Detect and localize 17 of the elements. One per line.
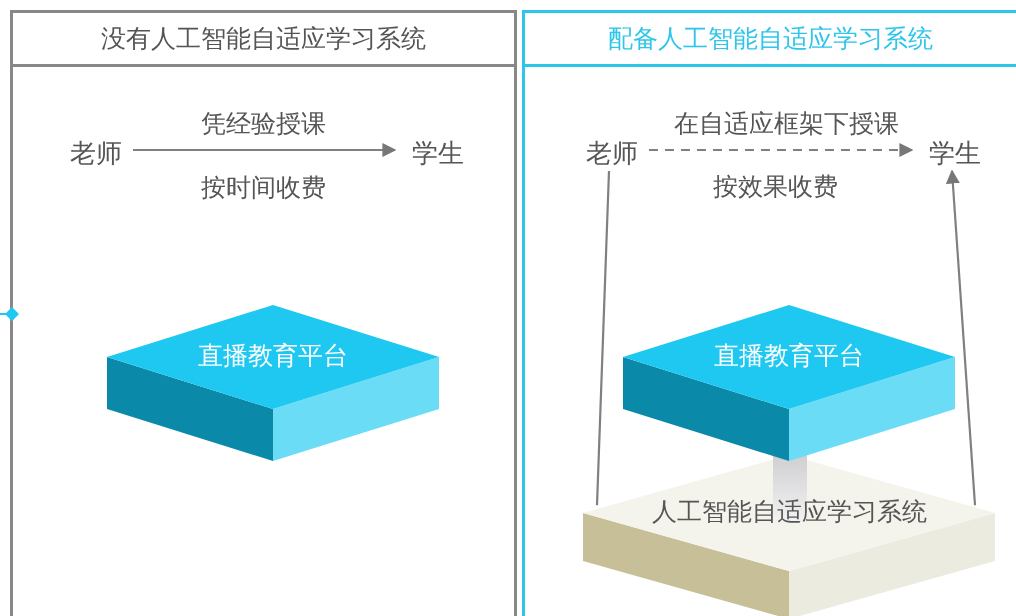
platform-label: 直播教育平台 [197,340,349,371]
platform-label: 人工智能自适应学习系统 [650,496,928,527]
platform-label: 直播教育平台 [713,340,865,371]
role-label: 老师 [70,136,122,170]
panel-header: 没有人工智能自适应学习系统 [13,13,514,67]
platform-block [583,455,995,616]
panel-header: 配备人工智能自适应学习系统 [525,13,1016,67]
arrow [945,169,977,506]
role-label: 学生 [412,136,464,170]
role-label: 老师 [586,136,638,170]
platform-block [107,305,439,461]
comparison-panel [522,10,1016,616]
arrow [649,143,914,157]
arrow [133,143,397,157]
edge-label: 在自适应框架下授课 [671,107,901,139]
platform-block [623,305,955,461]
role-label: 学生 [929,136,981,170]
